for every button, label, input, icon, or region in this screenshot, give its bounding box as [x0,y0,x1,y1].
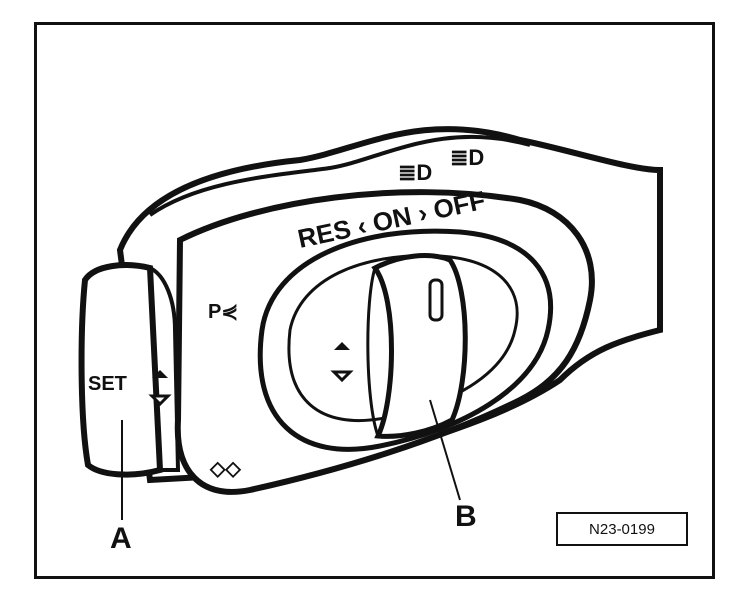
set-button [78,262,164,478]
set-button-side [148,266,181,472]
set-label: SET [88,373,127,395]
parking-light-icon: P⋞ [208,301,238,323]
diamond-indicator-icon: ◇◇ [209,458,241,480]
leader-line-b [429,399,461,501]
callout-a: A [110,522,132,555]
arrow-up-down-icon [148,342,354,407]
knob-indicator-slot [428,278,444,322]
knob-side [366,267,380,437]
headlight-symbol-icon: ≣D [450,145,484,170]
callout-b: B [455,500,477,533]
headlight-symbol-icon: ≣D [398,160,432,185]
figure-id: N23-0199 [556,512,688,546]
housing-ridge [148,135,531,217]
dial-recess-inner [287,254,519,423]
